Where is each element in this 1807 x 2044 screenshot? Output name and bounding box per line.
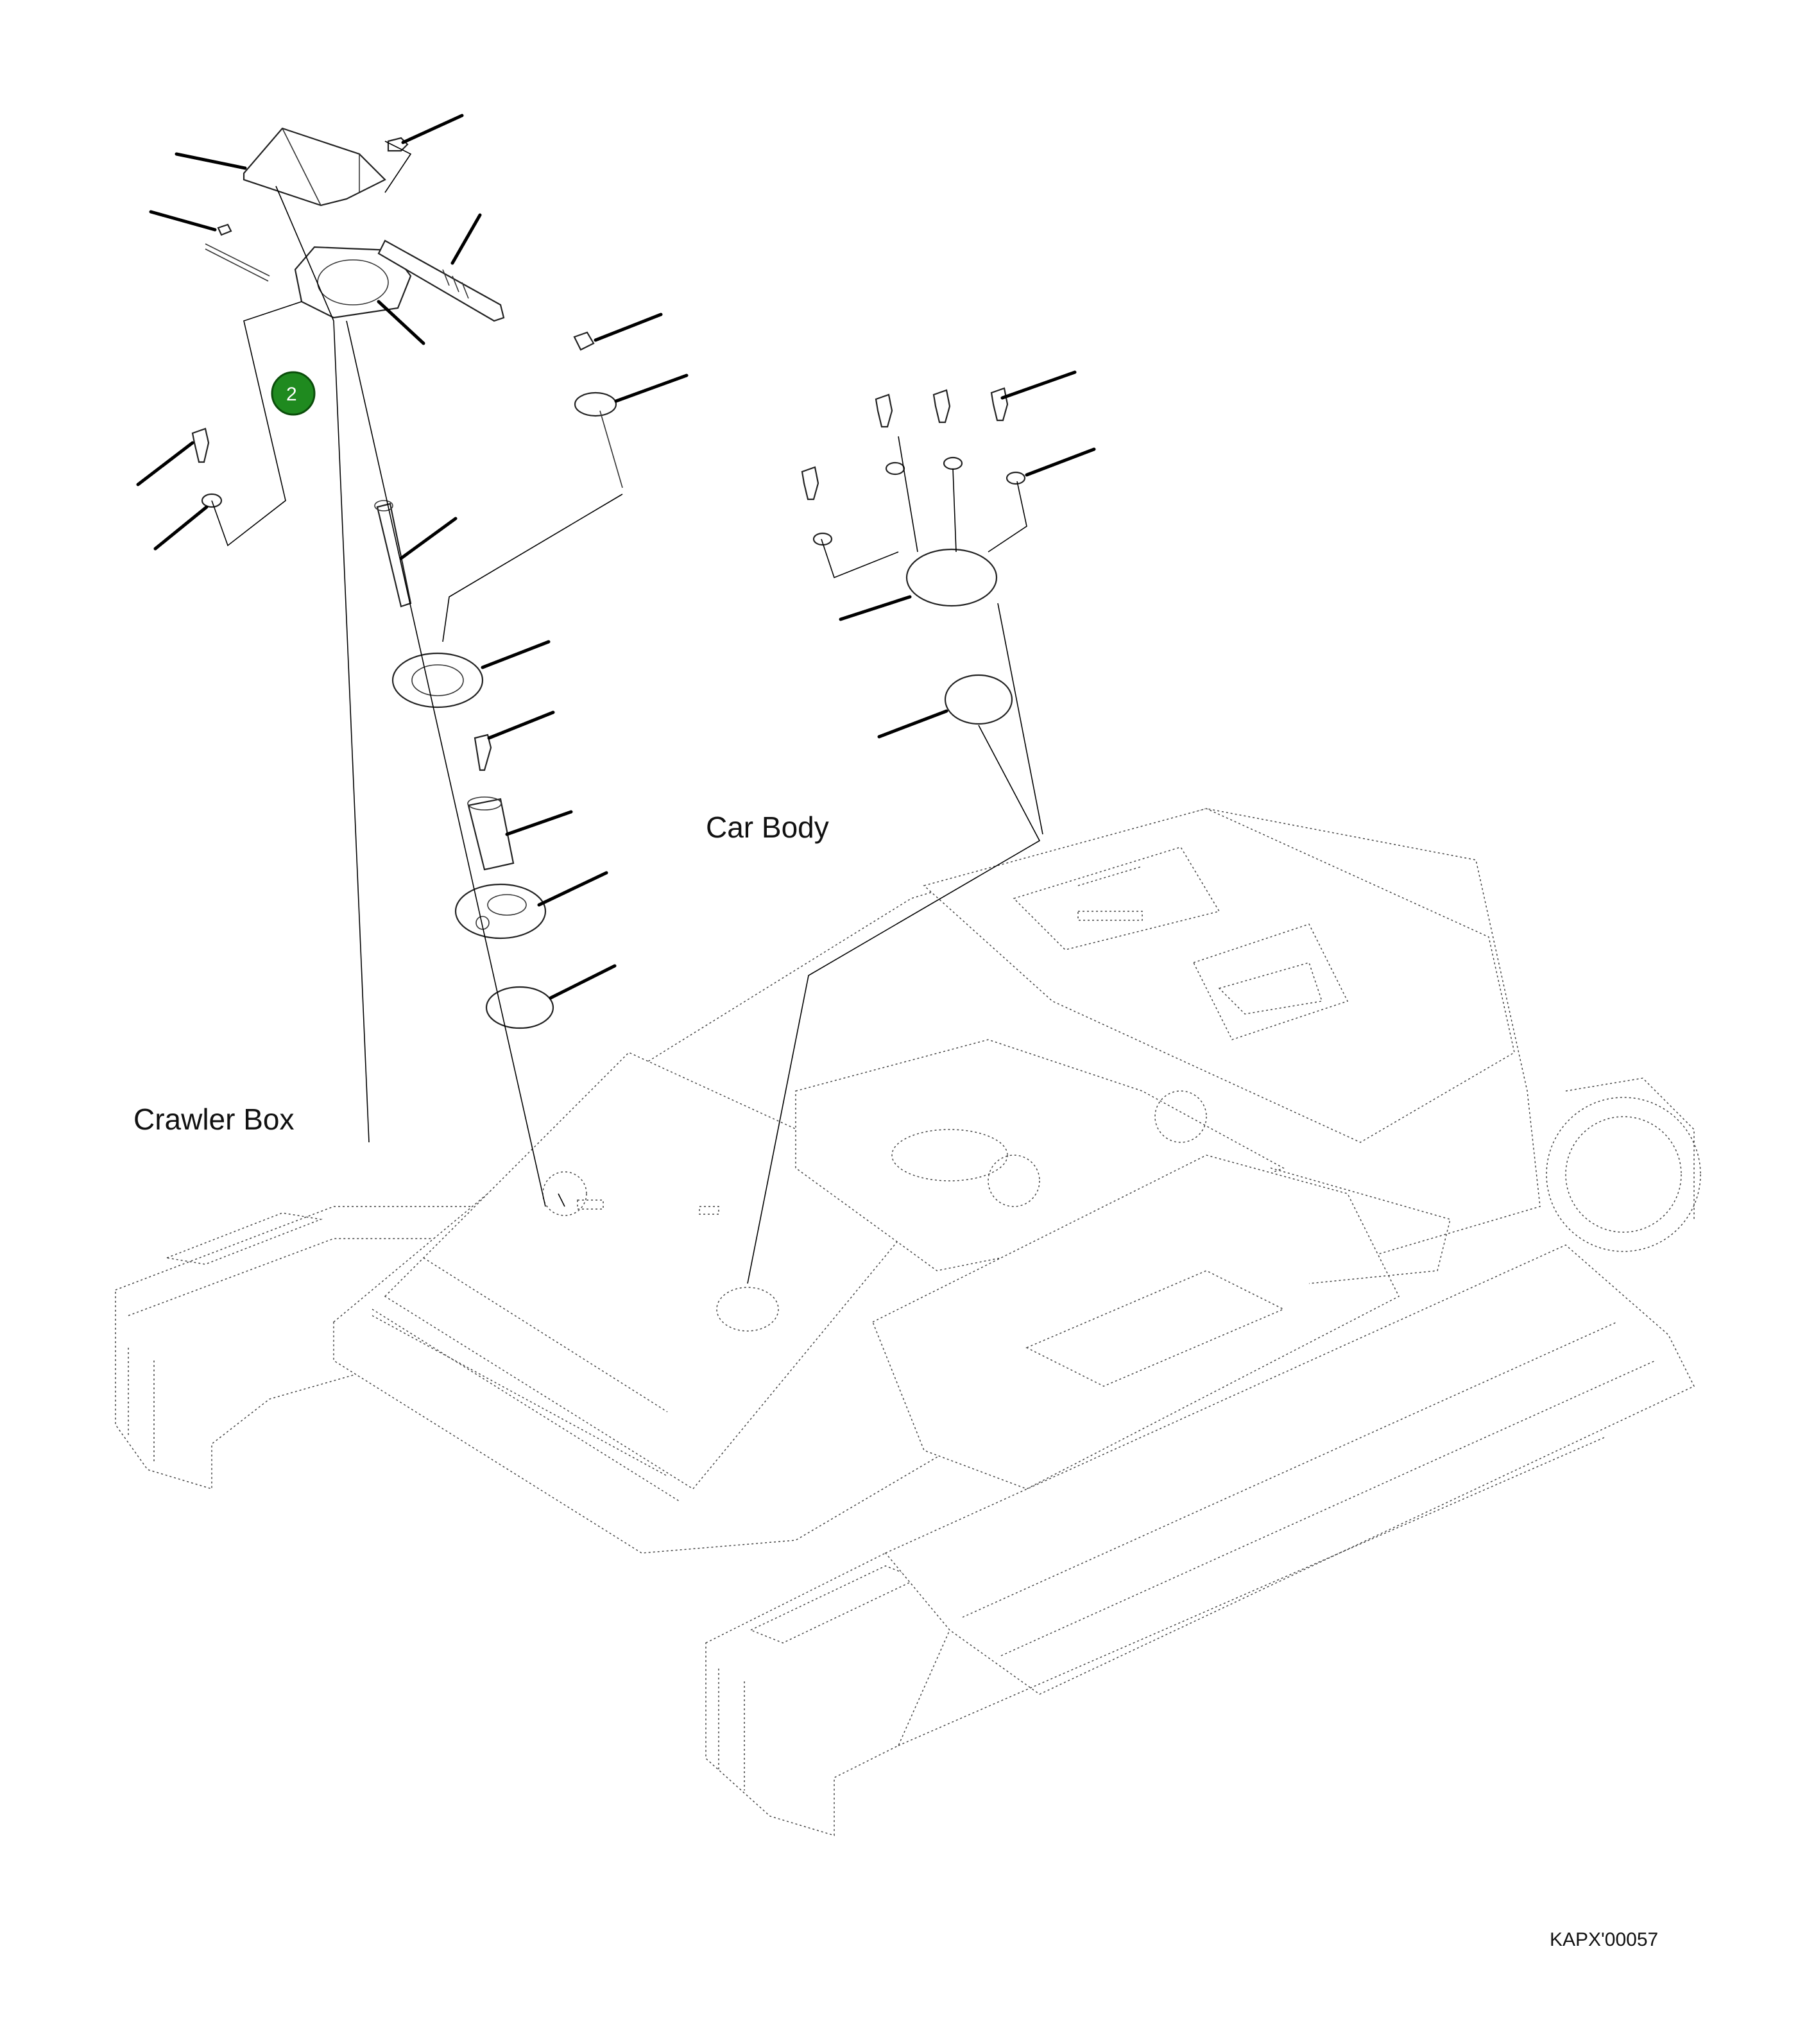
- top-cover: [243, 127, 386, 207]
- right-bolt-1: [875, 393, 893, 428]
- gasket-disc: [485, 986, 554, 1029]
- right-cover-plate: [905, 548, 998, 607]
- cotter-pin: [205, 243, 270, 282]
- car-body-label: Car Body: [706, 811, 829, 844]
- leader-lines: [136, 114, 1096, 1000]
- upper-frame-box: [923, 808, 1515, 1143]
- screw: [474, 734, 492, 771]
- hex-plate: [294, 246, 412, 319]
- callout-number: 2: [286, 384, 297, 405]
- drawing-code: KAPX'00057: [1550, 1929, 1658, 1950]
- assembly-lines: [211, 141, 1043, 1284]
- right-bolt-2: [932, 389, 951, 424]
- right-washer-1: [885, 461, 905, 476]
- lower-flange-plate: [454, 883, 547, 940]
- level-gauge: [376, 502, 412, 608]
- sleeve-pipe: [467, 798, 515, 871]
- right-gasket: [944, 674, 1013, 725]
- dipstick-cap: [574, 391, 617, 417]
- flange-ring: [391, 652, 484, 709]
- right-washer-4: [812, 532, 833, 546]
- right-washer-2: [943, 456, 963, 470]
- ramp-plate: [872, 1155, 1400, 1490]
- callout-2[interactable]: 2: [271, 371, 316, 416]
- left-bolt: [191, 427, 210, 463]
- exploded-parts: [191, 127, 1026, 1029]
- callout-circle[interactable]: [271, 371, 316, 416]
- small-bolt-left: [217, 223, 232, 236]
- grease-nipple: [573, 331, 595, 351]
- right-bolt-4: [801, 466, 819, 501]
- right-washer-3: [1006, 471, 1026, 485]
- side-crawler-frame: [884, 1244, 1695, 1695]
- undercarriage-frame: [115, 808, 1701, 1837]
- crawler-box-label: Crawler Box: [133, 1103, 295, 1136]
- right-bolt-3: [990, 387, 1009, 422]
- long-bolt: [377, 239, 505, 322]
